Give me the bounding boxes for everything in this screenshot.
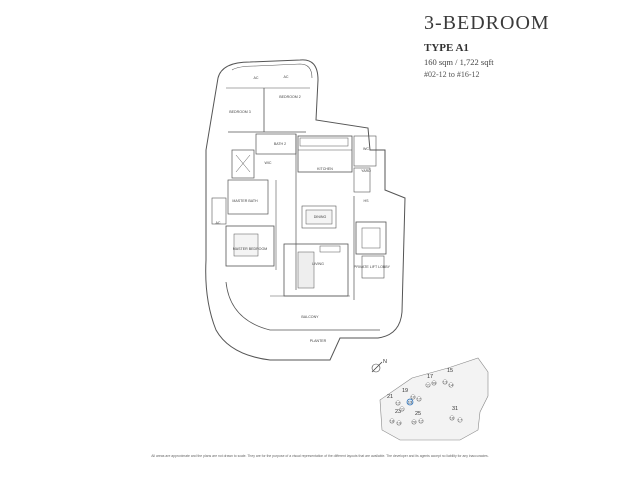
label-bedroom3: BEDROOM 3 xyxy=(229,110,251,114)
label-aircon-ledge-2: AC xyxy=(284,75,289,79)
label-kitchen: KITCHEN xyxy=(317,167,333,171)
disclaimer: All areas are approximate and the plans … xyxy=(151,454,489,458)
label-private-lift-lobby: PRIVATE LIFT LOBBY xyxy=(354,265,391,269)
block-31: 31 xyxy=(452,406,458,412)
block-23: 23 xyxy=(395,409,401,415)
label-wc: WC xyxy=(363,147,369,151)
unit-header: 3-BEDROOM TYPE A1 160 sqm / 1,722 sqft #… xyxy=(424,12,634,79)
floor-plan-outline xyxy=(205,59,406,361)
unit-type-code: TYPE A1 xyxy=(424,42,469,54)
svg-text:10: 10 xyxy=(411,395,416,400)
label-bath2: BATH 2 xyxy=(274,142,286,146)
label-bedroom2: BEDROOM 2 xyxy=(279,95,301,99)
balcony-line xyxy=(225,281,380,331)
label-living: LIVING xyxy=(312,262,324,266)
site-plan-outline xyxy=(379,357,489,441)
svg-text:20: 20 xyxy=(412,420,417,425)
label-master-bath: MASTER BATH xyxy=(232,199,258,203)
label-dining: DINING xyxy=(314,215,327,219)
room-labels: BEDROOM 3 BEDROOM 2 BATH 2 MASTER BATH M… xyxy=(216,75,391,343)
highlighted-unit-marker xyxy=(406,398,414,406)
label-planter: PLANTER xyxy=(310,339,327,343)
svg-text:13: 13 xyxy=(443,380,448,385)
north-arrow: N xyxy=(371,359,387,373)
svg-text:12: 12 xyxy=(417,397,422,402)
svg-text:13: 13 xyxy=(408,400,413,405)
unit-area: 160 sqm / 1,722 sqft xyxy=(424,57,494,67)
north-label: N xyxy=(383,359,387,365)
svg-text:17: 17 xyxy=(458,418,463,423)
unit-numbers: #02-12 to #16-12 xyxy=(424,70,480,79)
svg-text:19: 19 xyxy=(397,421,402,426)
svg-text:12: 12 xyxy=(419,419,424,424)
label-balcony: BALCONY xyxy=(301,315,319,319)
svg-text:18: 18 xyxy=(390,419,395,424)
block-19: 19 xyxy=(402,388,408,394)
site-plan: N 17 19 15 21 23 25 31 12 11 10 12 11 09… xyxy=(371,357,489,441)
label-master-bedroom: MASTER BEDROOM xyxy=(233,247,268,251)
svg-text:14: 14 xyxy=(449,383,454,388)
label-aircon-ledge-1: AC xyxy=(254,76,259,80)
svg-text:12: 12 xyxy=(396,401,401,406)
svg-text:09: 09 xyxy=(432,381,437,386)
block-17: 17 xyxy=(427,374,433,380)
label-aircon-ledge-3: AC xyxy=(216,221,221,225)
block-21: 21 xyxy=(387,394,393,400)
svg-text:11: 11 xyxy=(426,383,431,388)
block-15: 15 xyxy=(447,368,453,374)
label-wic: WIC xyxy=(265,161,272,165)
svg-text:11: 11 xyxy=(400,407,405,412)
block-25: 25 xyxy=(415,411,421,417)
label-household-shelter: HS xyxy=(364,199,370,203)
unit-type-title: 3-BEDROOM xyxy=(424,12,550,34)
label-yard: YARD xyxy=(361,169,371,173)
svg-text:16: 16 xyxy=(450,416,455,421)
